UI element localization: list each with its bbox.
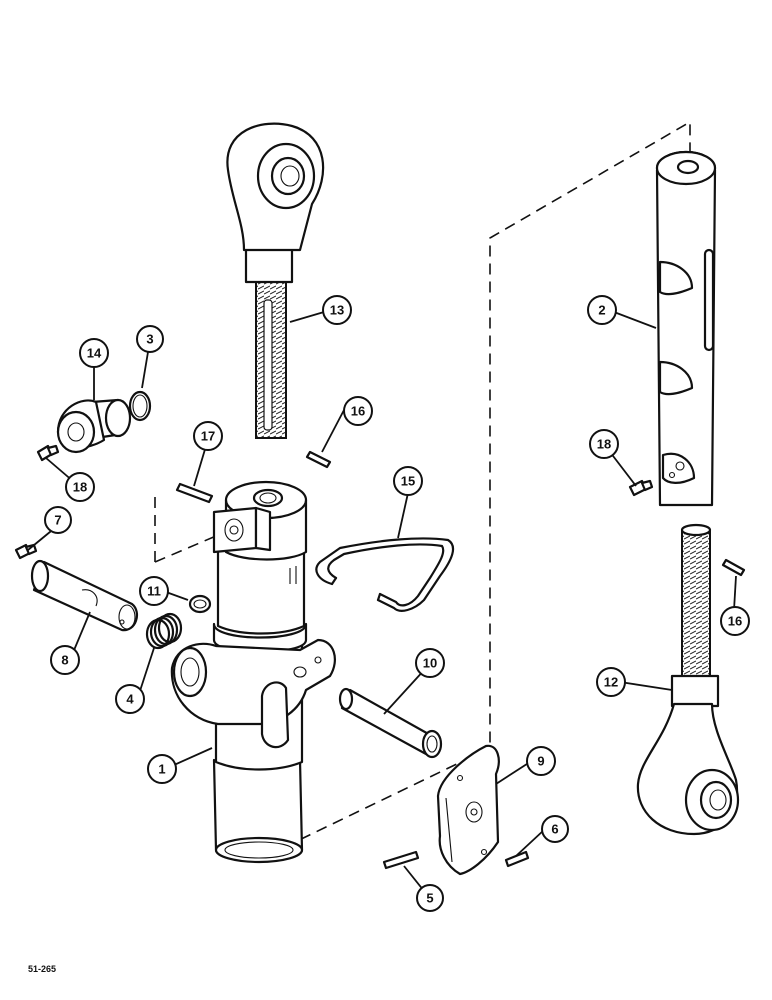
- part-16-pin-upper: [305, 450, 332, 469]
- callout-label: 5: [426, 891, 433, 906]
- callout-2: 2: [587, 295, 617, 325]
- callout-10: 10: [415, 648, 445, 678]
- part-1-housing: [170, 480, 336, 864]
- callout-6: 6: [541, 815, 569, 843]
- callout-label: 9: [537, 754, 544, 769]
- callout-label: 11: [147, 584, 161, 599]
- callout-label: 12: [604, 675, 618, 690]
- callout-label: 17: [201, 429, 215, 444]
- callout-label: 15: [401, 474, 415, 489]
- part-13-upper-rod-end: [226, 122, 325, 439]
- figure-code: 51-265: [28, 964, 57, 974]
- callout-18-right: 18: [589, 429, 619, 459]
- callout-label: 16: [728, 614, 742, 629]
- callout-label: 18: [73, 480, 87, 495]
- part-18-grease-fitting-left: [36, 444, 60, 462]
- part-6-pin: [504, 850, 530, 868]
- part-5-pin: [382, 850, 420, 870]
- callout-label: 8: [61, 653, 68, 668]
- callout-5: 5: [416, 884, 444, 912]
- callout-14: 14: [79, 338, 109, 368]
- part-12-lower-rod-end: [636, 523, 740, 836]
- callout-label: 3: [146, 332, 153, 347]
- callout-4: 4: [115, 684, 145, 714]
- part-7-grease-fitting: [14, 543, 38, 560]
- callout-label: 1: [158, 762, 165, 777]
- callout-15: 15: [393, 466, 423, 496]
- part-14-cap: [56, 398, 132, 454]
- callout-label: 6: [551, 822, 558, 837]
- callout-17: 17: [193, 421, 223, 451]
- callout-11: 11: [139, 576, 169, 606]
- callout-label: 18: [597, 437, 611, 452]
- callout-12: 12: [596, 667, 626, 697]
- part-9-plate: [436, 744, 500, 876]
- callout-label: 16: [351, 404, 365, 419]
- assembly-dashed-lines: [154, 120, 691, 856]
- callout-label: 14: [87, 346, 102, 361]
- callout-7: 7: [44, 506, 72, 534]
- part-18-grease-fitting-right: [628, 479, 654, 497]
- part-8-pin: [30, 559, 139, 632]
- callout-13: 13: [322, 295, 352, 325]
- callout-label: 4: [126, 692, 134, 707]
- part-16-pin-lower: [721, 558, 746, 577]
- callout-label: 10: [423, 656, 437, 671]
- callout-label: 2: [598, 303, 605, 318]
- part-3-o-ring: [128, 390, 152, 422]
- part-17-pin: [175, 482, 214, 504]
- leader-lines: [27, 311, 737, 897]
- part-2-sleeve: [655, 150, 717, 507]
- callout-1: 1: [147, 754, 177, 784]
- part-10-pin: [338, 687, 443, 759]
- part-4-spring: [145, 612, 183, 650]
- callout-8: 8: [50, 645, 80, 675]
- callout-16-lower: 16: [720, 606, 750, 636]
- callout-9: 9: [526, 746, 556, 776]
- callout-label: 13: [330, 303, 344, 318]
- part-11-circlip: [188, 594, 212, 614]
- callout-18-left: 18: [65, 472, 95, 502]
- callout-label: 7: [54, 513, 61, 528]
- callout-16-upper: 16: [343, 396, 373, 426]
- callout-3: 3: [136, 325, 164, 353]
- part-15-wire-clip: [315, 537, 455, 612]
